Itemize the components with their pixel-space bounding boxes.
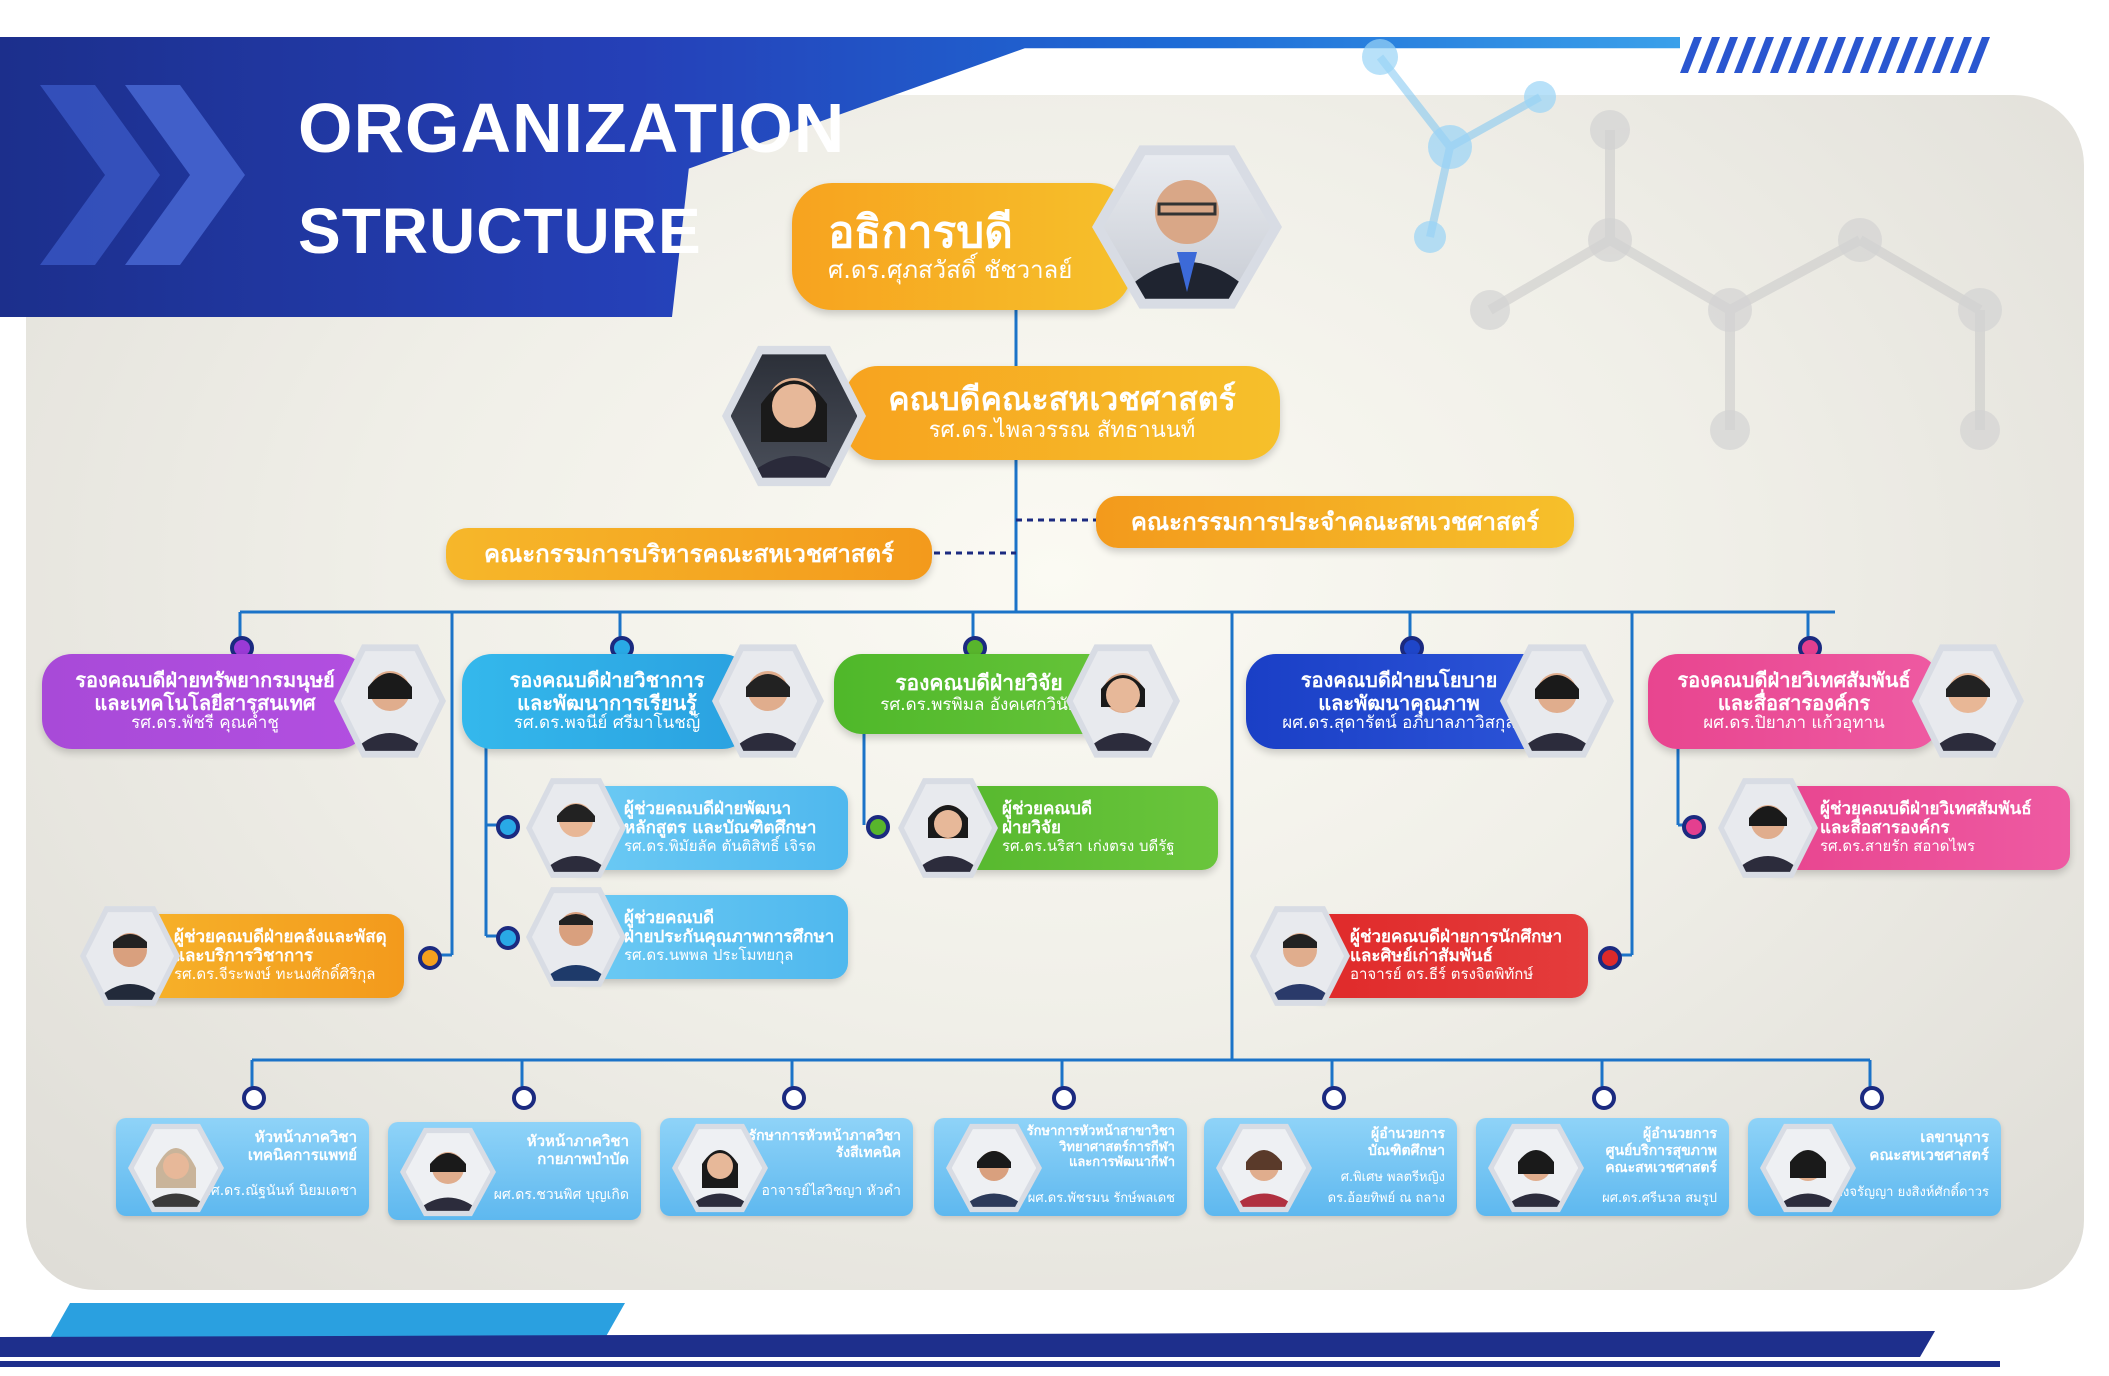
vice-dean-policy-photo: [1500, 644, 1614, 758]
admin-committee: คณะกรรมการบริหารคณะสหเวชศาสตร์: [446, 528, 932, 580]
assistant-research-photo: [898, 778, 998, 878]
connector-dot: [496, 926, 520, 950]
title-line2: STRUCTURE: [298, 195, 702, 267]
connector-dot: [1860, 1086, 1884, 1110]
vice-dean-research: รองคณบดีฝ่ายวิจัย รศ.ดร.พรพิมล อังคเศกวิ…: [834, 654, 1124, 734]
connector-dot: [1682, 815, 1706, 839]
molecule-decoration: [1470, 110, 2002, 450]
vice-dean-academic-photo: [712, 644, 824, 758]
connector-dot: [1598, 946, 1622, 970]
dean-name: รศ.ดร.ไพลวรรณ สัทธานนท์: [928, 418, 1196, 444]
unit-physio-photo: [400, 1127, 496, 1217]
president-name: ศ.ดร.ศุภสวัสดิ์ ชัชวาลย์: [828, 256, 1073, 285]
assistant-student: ผู้ช่วยคณบดีฝ่ายการนักศึกษา และศิษย์เก่า…: [1318, 914, 1588, 998]
assistant-finance: ผู้ช่วยคณบดีฝ่ายคลังและพัสดุ และบริการวิ…: [134, 914, 404, 998]
unit-sport-photo: [946, 1123, 1042, 1213]
unit-medtech-photo: [128, 1123, 224, 1213]
vice-dean-academic: รองคณบดีฝ่ายวิชาการ และพัฒนาการเรียนรู้ …: [462, 654, 752, 749]
vice-dean-hr-it: รองคณบดีฝ่ายทรัพยากรมนุษย์ และเทคโนโลยีส…: [42, 654, 368, 749]
connector-dot: [418, 946, 442, 970]
connector-dot: [496, 815, 520, 839]
connector-dot: [512, 1086, 536, 1110]
bottom-decoration: [0, 1303, 2000, 1367]
unit-graduate-photo: [1216, 1123, 1312, 1213]
connector-dot: [782, 1086, 806, 1110]
banner-molecules: [1362, 39, 1556, 253]
connector-dot: [1322, 1086, 1346, 1110]
chevrons-icon: [40, 85, 245, 265]
faculty-committee: คณะกรรมการประจำคณะสหเวชศาสตร์: [1096, 496, 1574, 548]
dean-box: คณบดีคณะสหเวชศาสตร์ รศ.ดร.ไพลวรรณ สัทธาน…: [844, 366, 1280, 460]
assistant-international: ผู้ช่วยคณบดีฝ่ายวิเทศสัมพันธ์ และสื่อสาร…: [1772, 786, 2070, 870]
unit-secretary-photo: [1760, 1123, 1856, 1213]
connector-dot: [866, 815, 890, 839]
president-title: อธิการบดี: [828, 207, 1013, 259]
assistant-curriculum-photo: [526, 778, 626, 878]
unit-radiology-photo: [672, 1123, 768, 1213]
connector-dot: [242, 1086, 266, 1110]
dean-title: คณบดีคณะสหเวชศาสตร์: [888, 380, 1236, 419]
unit-health-center-photo: [1488, 1123, 1584, 1213]
president-box: อธิการบดี ศ.ดร.ศุภสวัสดิ์ ชัชวาลย์: [792, 183, 1132, 310]
vice-dean-international: รองคณบดีฝ่ายวิเทศสัมพันธ์ และสื่อสารองค์…: [1648, 654, 1940, 749]
assistant-quality-photo: [526, 887, 626, 987]
title-line1: ORGANIZATION: [298, 89, 846, 167]
stripes-decoration: [1680, 37, 1990, 73]
connector-dot: [1052, 1086, 1076, 1110]
connector-dot: [1592, 1086, 1616, 1110]
